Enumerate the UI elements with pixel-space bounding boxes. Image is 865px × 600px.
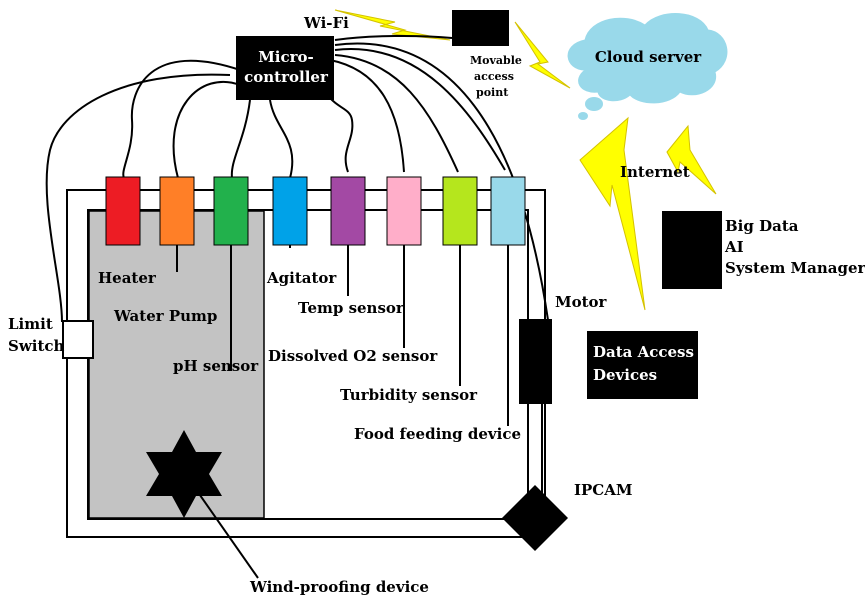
big-data-label-2: AI	[724, 238, 744, 256]
ap-lightning-icon	[514, 21, 571, 89]
movable-access-point: Movable access point	[452, 10, 522, 99]
food-feeding-label: Food feeding device	[354, 425, 521, 443]
internet-label: Internet	[620, 163, 690, 181]
wire-water-pump	[172, 80, 241, 179]
ipcam-label: IPCAM	[574, 481, 632, 499]
temp-sensor-sensor-block	[330, 176, 366, 246]
wire-turbidity	[334, 54, 459, 173]
data-access-label-1: Data Access	[593, 343, 694, 361]
wire-motor	[334, 42, 549, 321]
heater-label: Heater	[98, 269, 157, 287]
turbidity-label: Turbidity sensor	[340, 386, 478, 404]
access-point-label-2: access	[474, 70, 514, 83]
wind-proofing-label: Wind-proofing device	[249, 578, 429, 596]
dissolved-o2-label: Dissolved O2 sensor	[268, 347, 438, 365]
heater-sensor-block	[105, 176, 141, 246]
microcontroller-label-2: controller	[244, 68, 329, 86]
water-pump-sensor-block	[159, 176, 195, 246]
motor-label: Motor	[555, 293, 608, 311]
cloud-server-label: Cloud server	[595, 48, 702, 66]
lightning-group	[334, 9, 717, 311]
microcontroller-box	[236, 36, 334, 100]
data-access-devices: Data Access Devices	[587, 331, 698, 399]
cloud-tail-2	[578, 112, 588, 120]
wire-food-feeding	[334, 48, 506, 171]
wire-heater	[122, 59, 241, 179]
wifi-lightning-icon	[334, 9, 451, 41]
big-data-system: Big Data AI System Manager	[662, 211, 865, 289]
temp-sensor-label: Temp sensor	[298, 299, 405, 317]
wire-agitator	[269, 99, 294, 179]
microcontroller-label-1: Micro-	[258, 48, 314, 66]
limit-switch-label-2: Switch	[8, 337, 65, 355]
turbidity-sensor-block	[442, 176, 478, 246]
agitator-label: Agitator	[266, 269, 337, 287]
ipcam-diamond	[502, 485, 568, 551]
microcontroller: Micro- controller	[236, 36, 334, 100]
limit-switch-label-1: Limit	[8, 315, 53, 333]
dissolved-o2-sensor-block	[386, 176, 422, 246]
food-feeding-sensor-block	[490, 176, 526, 246]
cloud-server: Cloud server	[567, 13, 728, 120]
data-access-box	[587, 331, 698, 399]
cloud-tail-1	[585, 97, 603, 111]
data-access-label-2: Devices	[593, 366, 657, 384]
big-data-label-1: Big Data	[725, 217, 799, 235]
access-point-label-3: point	[476, 86, 509, 99]
wind-proofing-star-icon	[146, 430, 222, 518]
wire-limit-switch	[45, 73, 231, 323]
big-data-label-3: System Manager	[725, 259, 865, 277]
internet-lightning-icon	[579, 116, 646, 311]
limit-switch: Limit Switch	[8, 315, 94, 359]
ph-sensor-label: pH sensor	[173, 357, 259, 375]
sensor-labels: Heater Water Pump pH sensor Agitator Tem…	[98, 269, 521, 443]
water-pump-label: Water Pump	[113, 307, 217, 325]
wind-proofing: Wind-proofing device	[146, 430, 429, 596]
big-data-box	[662, 211, 722, 289]
bigdata-lightning-icon	[666, 124, 717, 195]
wire-ph-sensor	[230, 99, 251, 179]
wifi-label: Wi-Fi	[303, 14, 349, 32]
access-point-label-1: Movable	[470, 54, 522, 67]
wire-access-point	[334, 34, 453, 41]
wire-dissolved-o2	[329, 59, 405, 173]
cloud-shape	[567, 13, 728, 104]
access-point-box	[452, 10, 509, 46]
motor-box	[519, 319, 552, 404]
ipcam: IPCAM	[502, 481, 632, 551]
sensor-layer	[105, 176, 526, 426]
wind-proofing-pointer	[187, 477, 259, 579]
motor: Motor	[519, 293, 608, 496]
limit-switch-box	[62, 320, 94, 359]
ph-sensor-sensor-block	[213, 176, 249, 246]
agitator-sensor-block	[272, 176, 308, 246]
